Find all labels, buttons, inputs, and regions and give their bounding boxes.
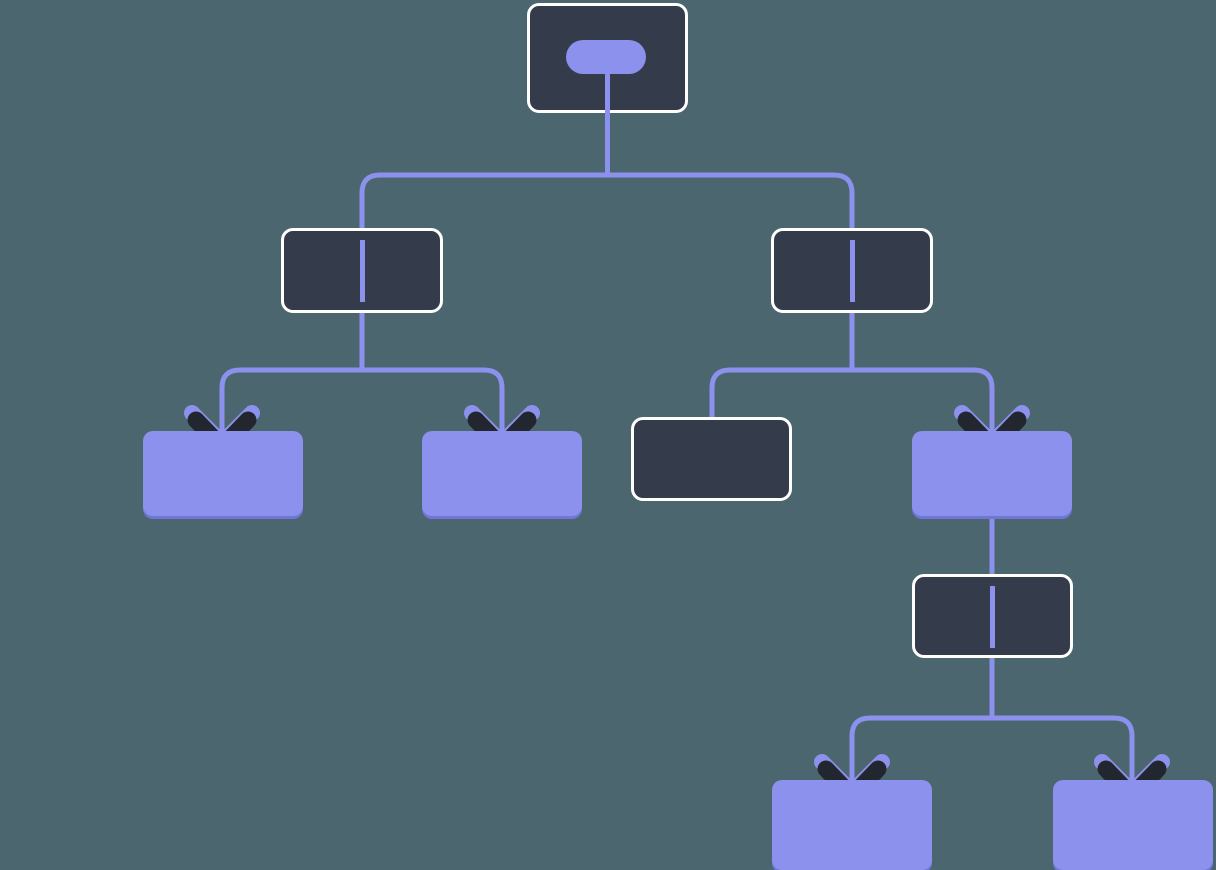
node-l3a[interactable] [143,431,303,516]
root-pill-icon [566,40,646,74]
edge-l2b-to-l3c [709,367,852,420]
node-l4a-inner-line [990,586,995,648]
node-l5a[interactable] [772,780,932,870]
node-root[interactable] [527,3,688,116]
root-pill-stem [605,74,610,116]
node-l3b[interactable] [422,431,582,516]
edge-root-to-l2a [359,172,608,228]
node-l2b[interactable] [771,228,933,313]
edge-root-to-l2b [607,172,855,228]
node-l3d[interactable] [912,431,1072,516]
node-l3c[interactable] [631,417,792,501]
node-l2a[interactable] [281,228,443,313]
node-l5b[interactable] [1053,780,1213,870]
node-l2b-inner-line [849,240,855,302]
node-l4a[interactable] [912,574,1073,658]
node-l2a-inner-line [359,240,365,302]
